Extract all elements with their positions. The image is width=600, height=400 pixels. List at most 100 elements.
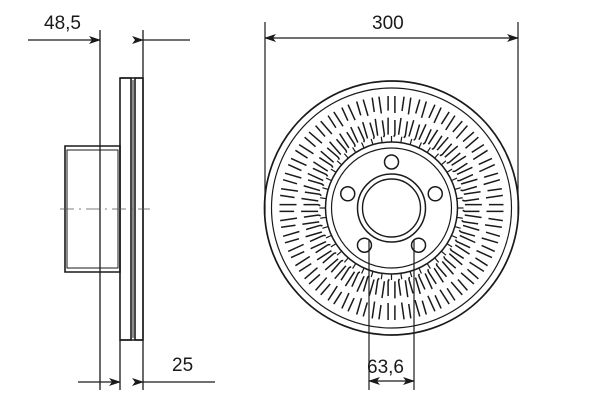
vent-slot [355,99,375,142]
vent-slot [408,274,428,317]
vent-tick [400,273,403,280]
vent-tick [447,168,453,173]
vent-slot [315,259,348,296]
vent-slot [355,274,375,317]
vent-slot [449,143,488,173]
vent-slot [397,96,412,139]
vent-slot [371,96,386,139]
dimension-label-25: 25 [172,355,194,376]
bolt-hole [383,154,400,170]
vent-tick [322,226,328,229]
dimension-label-300: 300 [372,13,404,34]
vent-tick [380,273,383,280]
vent-slot [304,131,340,164]
bolt-hole [410,237,427,253]
vent-tick [320,197,326,200]
vent-tick [451,177,458,181]
vent-tick [370,138,374,145]
vent-slot [460,187,503,202]
vent-tick [418,142,422,148]
vent-slot [458,224,501,244]
disc-outer-edge [263,80,520,336]
disc-outer-inner-edge [270,87,513,329]
vent-slot [341,104,365,145]
vent-slot [435,259,468,296]
hub-flange-inner [330,147,453,269]
vent-slot-group [279,96,504,320]
vent-slot [418,104,442,145]
vent-tick [455,187,461,190]
vent-tick [434,153,440,159]
vent-tick [325,177,332,181]
bolt-hole [356,237,373,253]
bolt-hole-group [340,154,443,253]
vent-tick [343,153,349,159]
vent-tick [447,243,453,248]
vent-slot [397,277,412,320]
center-bore-inner [361,178,422,238]
vent-tick [352,263,357,269]
vent-slot [387,96,396,139]
vent-tick [352,147,357,153]
vent-slot [327,266,356,305]
vent-slot [315,120,348,157]
vent-tick [336,160,342,165]
dimension-label-636: 63,6 [367,357,404,378]
vent-tick [434,257,440,263]
vent-tick [441,160,447,165]
vent-tick [330,243,336,248]
vent-slot [341,271,365,312]
vent-tick [400,136,403,143]
vent-tick [361,142,365,148]
vent-slot [454,157,496,182]
hub-body-inner-outline [66,149,119,269]
vent-slot [295,143,334,173]
vent-tick [418,268,422,274]
vent-slot [460,214,503,229]
vent-tick [426,263,431,269]
vent-slot [443,252,479,285]
vent-tick [320,216,326,219]
vent-tick [457,197,463,200]
vent-slot [295,243,334,273]
vent-tick [441,251,447,256]
hub-body-outline [64,145,121,273]
vent-slot [427,266,456,305]
side-view-group [28,30,215,390]
vent-slot [454,234,496,259]
vent-tick [457,216,463,219]
vent-tick [325,235,332,239]
vent-tick [380,136,383,143]
vent-slot [287,157,329,182]
vent-slot [461,203,504,213]
vent-tick [409,271,413,278]
vent-tick [322,187,328,190]
vent-slot [371,277,386,320]
vent-tick [455,226,461,229]
dimension-label-485: 48,5 [44,13,81,34]
vent-tick [343,257,349,263]
vent-tick [361,268,365,274]
bolt-hole [427,186,443,202]
vent-slot [443,131,479,164]
vent-tick [409,138,413,145]
vent-slot [435,120,468,157]
bolt-hole [340,186,356,202]
vent-tick [370,271,374,278]
vent-slot [287,234,329,259]
vent-tick [426,147,431,153]
vent-slot [280,214,323,229]
hub-flange-outer [324,141,459,275]
vent-slot [282,172,325,192]
vent-slot [280,187,323,202]
vent-slot [327,111,356,150]
vent-slot [408,99,428,142]
vent-slot [458,172,501,192]
center-bore-outer [356,173,427,243]
vent-tick [336,251,342,256]
vent-slot [304,252,340,285]
vent-tick [330,168,336,173]
vent-slot [282,224,325,244]
